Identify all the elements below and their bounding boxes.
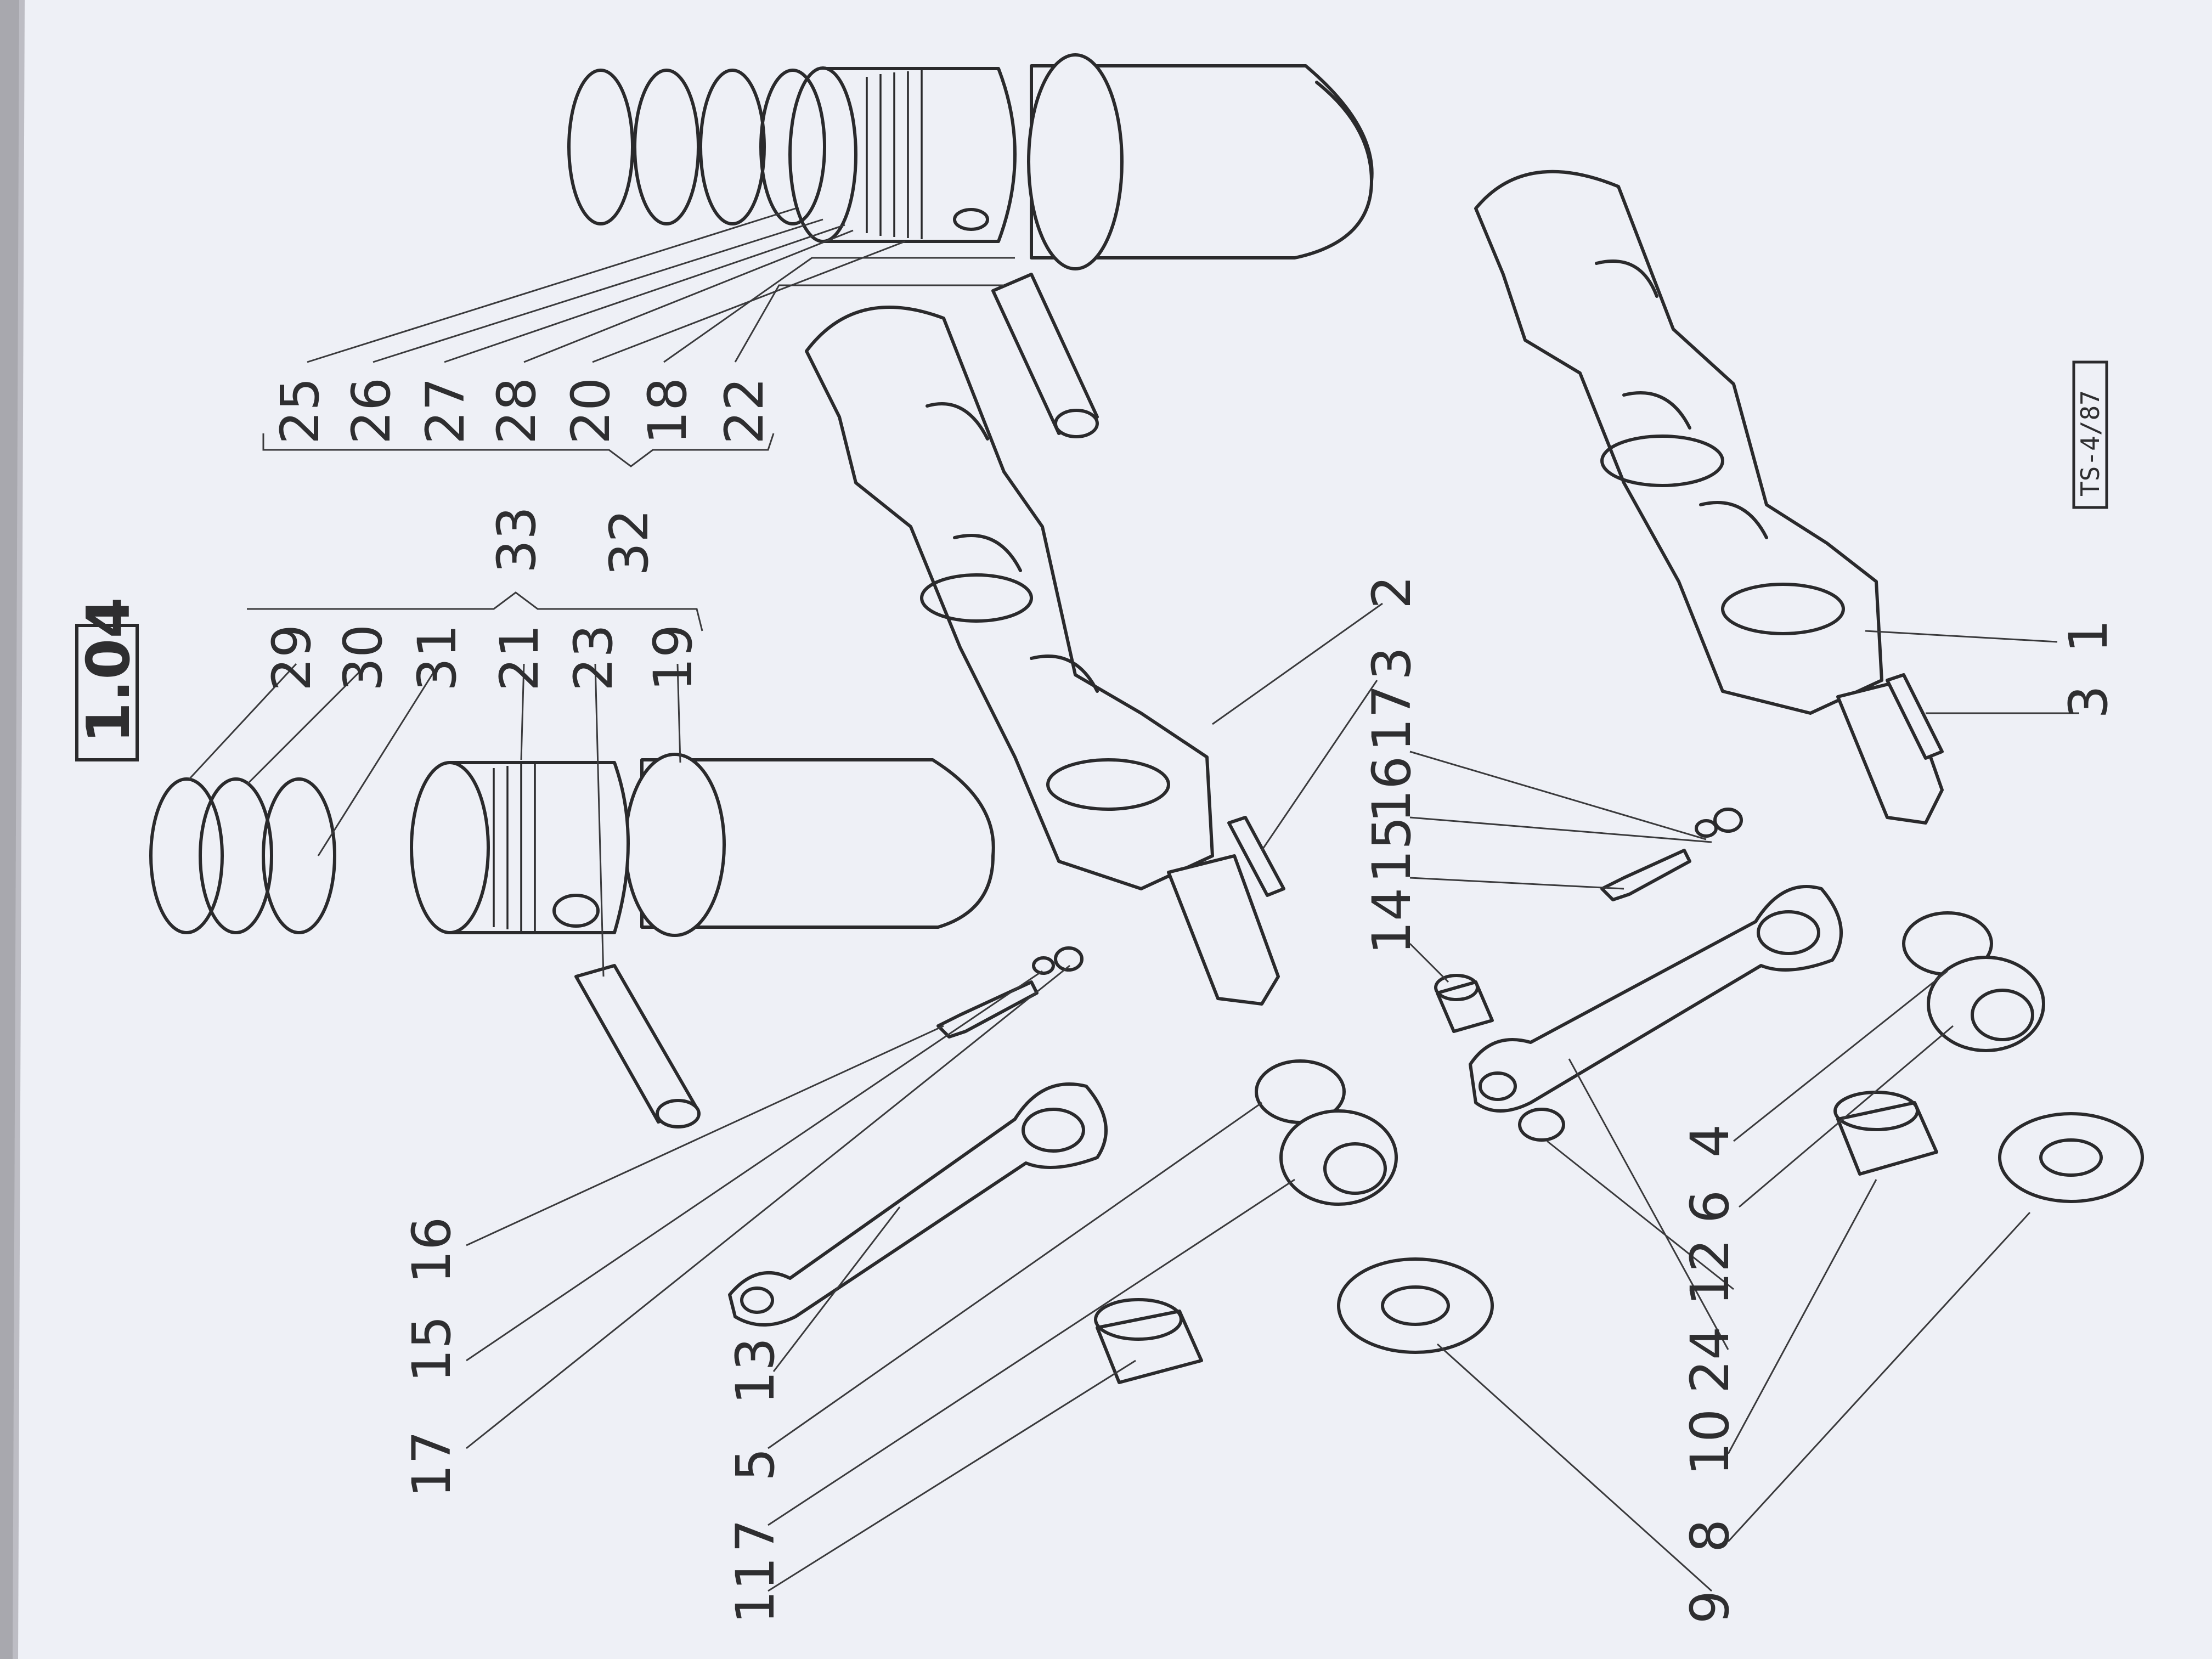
piston-icon xyxy=(410,761,630,934)
key-icon xyxy=(1227,816,1285,897)
label-32: 32 xyxy=(599,509,660,576)
label-16-right: 16 xyxy=(1361,756,1423,823)
washer-icon xyxy=(1695,819,1718,838)
bearing-shell-icon xyxy=(1833,1091,1938,1176)
label-11: 11 xyxy=(725,1557,786,1624)
label-27: 27 xyxy=(415,377,476,444)
gear-icon xyxy=(1927,956,2045,1052)
label-20: 20 xyxy=(560,377,622,444)
cylinder-liner-icon xyxy=(1027,53,1374,270)
label-30: 30 xyxy=(332,624,394,691)
label-22: 22 xyxy=(714,377,775,444)
label-12: 12 xyxy=(1679,1239,1741,1306)
crankshaft-icon xyxy=(805,306,1280,1006)
label-3-left: 3 xyxy=(1361,647,1423,680)
connecting-rod-icon xyxy=(1469,885,1843,1113)
document-code: TS-4/87 xyxy=(2075,390,2105,496)
leader-lines xyxy=(188,207,2079,1592)
washer-icon xyxy=(1518,1108,1565,1142)
document-code-box xyxy=(2072,360,2108,509)
gear-icon xyxy=(1279,1109,1398,1206)
label-6: 6 xyxy=(1679,1190,1741,1223)
label-28: 28 xyxy=(486,377,548,444)
label-5: 5 xyxy=(725,1448,786,1481)
label-9: 9 xyxy=(1679,1590,1741,1624)
label-31: 31 xyxy=(407,624,468,691)
nut-icon xyxy=(1054,946,1084,972)
label-18: 18 xyxy=(637,377,698,444)
reference-box xyxy=(75,624,139,761)
bearing-shell-icon xyxy=(1094,1298,1203,1384)
label-17-left: 17 xyxy=(401,1431,462,1498)
piston-ring-icon xyxy=(149,777,336,934)
label-7: 7 xyxy=(725,1519,786,1553)
label-26: 26 xyxy=(341,377,402,444)
cylinder-liner-icon xyxy=(624,753,995,937)
label-4: 4 xyxy=(1679,1124,1741,1158)
thrust-washer-icon xyxy=(1337,1257,1494,1354)
label-23: 23 xyxy=(563,624,624,691)
bolt-icon xyxy=(1600,849,1691,901)
label-24: 24 xyxy=(1679,1327,1741,1393)
figure-reference: 1.04 xyxy=(75,597,143,743)
label-2: 2 xyxy=(1361,575,1423,609)
label-13: 13 xyxy=(725,1338,786,1404)
connecting-rod-icon xyxy=(728,1082,1108,1327)
piston-ring-icon xyxy=(567,69,826,225)
label-21: 21 xyxy=(489,624,550,691)
label-10: 10 xyxy=(1679,1409,1741,1476)
label-16-left: 16 xyxy=(401,1217,462,1284)
label-8: 8 xyxy=(1679,1519,1741,1553)
key-icon xyxy=(1886,673,1944,760)
label-33: 33 xyxy=(486,506,548,573)
washer-icon xyxy=(1032,956,1055,975)
label-1: 1 xyxy=(2058,619,2119,653)
bearing-shell-icon xyxy=(1434,974,1494,1033)
label-19: 19 xyxy=(642,624,704,691)
bolt-icon xyxy=(936,980,1039,1039)
label-29: 29 xyxy=(261,624,323,691)
piston-pin-icon xyxy=(991,273,1099,438)
nut-icon xyxy=(1713,808,1743,833)
label-15-right: 15 xyxy=(1361,816,1423,883)
label-14: 14 xyxy=(1361,888,1423,955)
label-25: 25 xyxy=(269,377,331,444)
thrust-washer-icon xyxy=(1998,1112,2144,1203)
label-3-right: 3 xyxy=(2058,685,2119,719)
label-17-right: 17 xyxy=(1361,685,1423,752)
label-15-left: 15 xyxy=(401,1316,462,1383)
piston-pin-icon xyxy=(574,964,701,1128)
